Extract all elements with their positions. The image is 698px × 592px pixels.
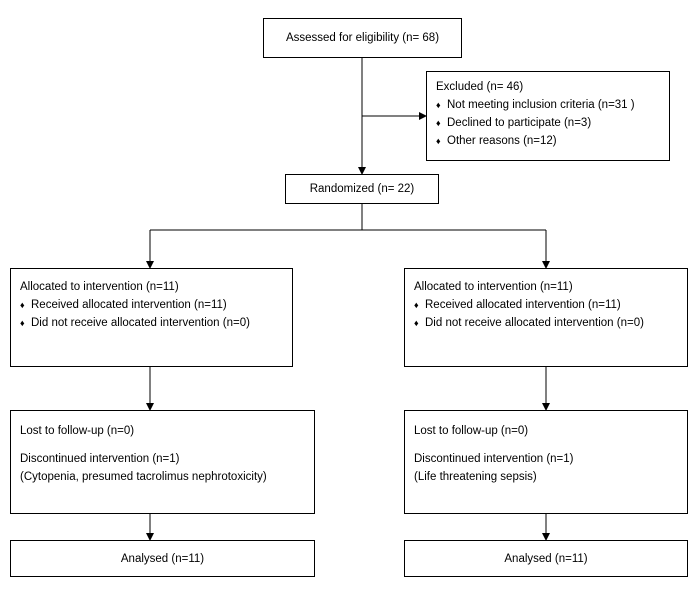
analysed-left-box: Analysed (n=11) [10,540,315,577]
allocation-title: Allocated to intervention (n=11) [414,281,573,293]
excluded-box: Excluded (n= 46) ♦Not meeting inclusion … [426,71,670,161]
excluded-item: ♦Other reasons (n=12) [436,132,660,150]
discontinued-reason: (Cytopenia, presumed tacrolimus nephroto… [20,471,267,483]
lost-to-followup: Lost to follow-up (n=0) [20,425,135,437]
allocation-item: ♦Received allocated intervention (n=11) [414,296,678,314]
analysed-text: Analysed (n=11) [120,552,205,565]
allocation-item: ♦Did not receive allocated intervention … [414,314,678,332]
followup-right-box: Lost to follow-up (n=0) Discontinued int… [404,410,688,514]
allocation-left-box: Allocated to intervention (n=11) ♦Receiv… [10,268,293,367]
randomized-box: Randomized (n= 22) [285,174,439,204]
randomized-text: Randomized (n= 22) [309,183,415,195]
excluded-title: Excluded (n= 46) [436,81,524,93]
diamond-bullet-icon: ♦ [436,136,441,146]
discontinued-intervention: Discontinued intervention (n=1) [20,453,180,465]
eligibility-box: Assessed for eligibility (n= 68) [263,18,462,58]
diamond-bullet-icon: ♦ [436,100,441,110]
allocation-right-box: Allocated to intervention (n=11) ♦Receiv… [404,268,688,367]
diamond-bullet-icon: ♦ [436,118,441,128]
excluded-item: ♦Not meeting inclusion criteria (n=31 ) [436,96,660,114]
followup-left-box: Lost to follow-up (n=0) Discontinued int… [10,410,315,514]
discontinued-reason: (Life threatening sepsis) [414,471,537,483]
allocation-title: Allocated to intervention (n=11) [20,281,179,293]
analysed-right-box: Analysed (n=11) [404,540,688,577]
discontinued-intervention: Discontinued intervention (n=1) [414,453,574,465]
diamond-bullet-icon: ♦ [414,318,419,328]
allocation-item: ♦Received allocated intervention (n=11) [20,296,283,314]
allocation-item: ♦Did not receive allocated intervention … [20,314,283,332]
diamond-bullet-icon: ♦ [20,300,25,310]
diamond-bullet-icon: ♦ [20,318,25,328]
analysed-text: Analysed (n=11) [504,552,588,565]
diamond-bullet-icon: ♦ [414,300,419,310]
excluded-item: ♦Declined to participate (n=3) [436,114,660,132]
lost-to-followup: Lost to follow-up (n=0) [414,425,529,437]
eligibility-text: Assessed for eligibility (n= 68) [285,32,440,44]
